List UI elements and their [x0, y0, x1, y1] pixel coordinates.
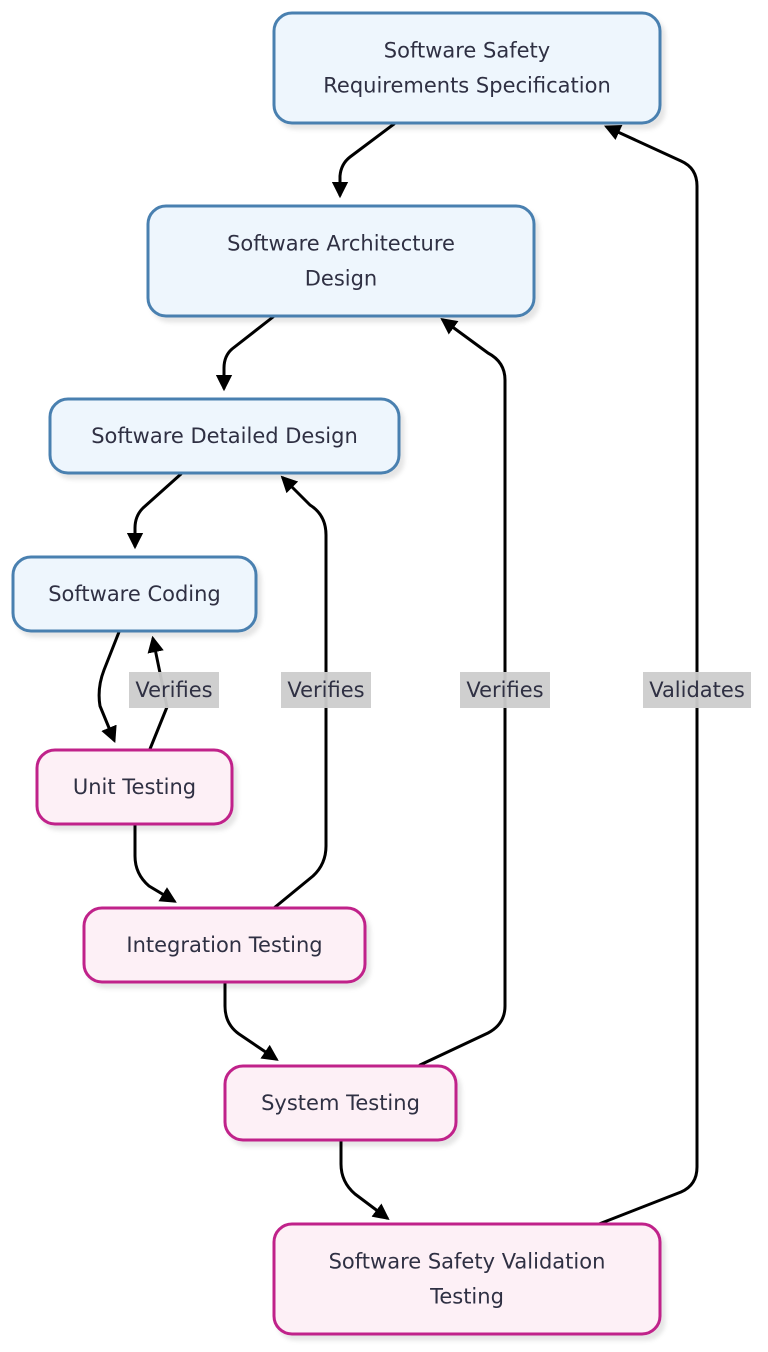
node-unit: Unit Testing [35, 748, 234, 826]
edge-label-system-to-arch: Verifies [460, 672, 550, 708]
edge-label-valid-to-req: Validates [643, 672, 751, 708]
node-label: Requirements Specification [323, 74, 611, 98]
edge-arch-to-detail [215, 315, 275, 392]
edge-integ-to-system [223, 981, 279, 1061]
edge-label-integ-to-detail: Verifies [281, 672, 371, 708]
node-system: System Testing [223, 1064, 458, 1142]
edge-unit-to-integ [133, 823, 177, 903]
node-label: Software Coding [48, 582, 221, 606]
node-box [146, 204, 536, 318]
node-label: Testing [429, 1285, 504, 1309]
node-label: Software Detailed Design [91, 424, 358, 448]
node-box [272, 11, 662, 125]
edge-label-text: Verifies [135, 678, 212, 702]
node-box [11, 555, 258, 633]
edge-label-background [129, 672, 219, 708]
edge-label-text: Verifies [466, 678, 543, 702]
node-integ: Integration Testing [82, 906, 367, 984]
edge-label-unit-to-coding: Verifies [129, 672, 219, 708]
edge-coding-to-unit [97, 630, 121, 744]
edge-detail-to-coding [126, 472, 183, 550]
node-label: Design [305, 267, 378, 291]
edge-label-background [460, 672, 550, 708]
edge-label-background [643, 672, 751, 708]
node-box [223, 1064, 458, 1142]
node-label: Integration Testing [126, 933, 322, 957]
edge-label-text: Verifies [287, 678, 364, 702]
edge-labels-layer: Verifies Verifies Verifies Validates [129, 672, 751, 708]
node-detail: Software Detailed Design [48, 397, 401, 475]
node-label: Software Safety Validation [329, 1250, 606, 1274]
node-label: Software Safety [384, 39, 550, 63]
edge-req-to-arch [331, 122, 396, 199]
node-box [272, 1222, 662, 1336]
node-label: Unit Testing [73, 775, 196, 799]
node-label: Software Architecture [227, 232, 455, 256]
node-coding: Software Coding [11, 555, 258, 633]
node-box [82, 906, 367, 984]
edge-label-background [281, 672, 371, 708]
edge-system-to-valid [339, 1139, 390, 1220]
node-box [35, 748, 234, 826]
edge-label-text: Validates [649, 678, 745, 702]
node-box [48, 397, 401, 475]
node-label: System Testing [261, 1091, 420, 1115]
